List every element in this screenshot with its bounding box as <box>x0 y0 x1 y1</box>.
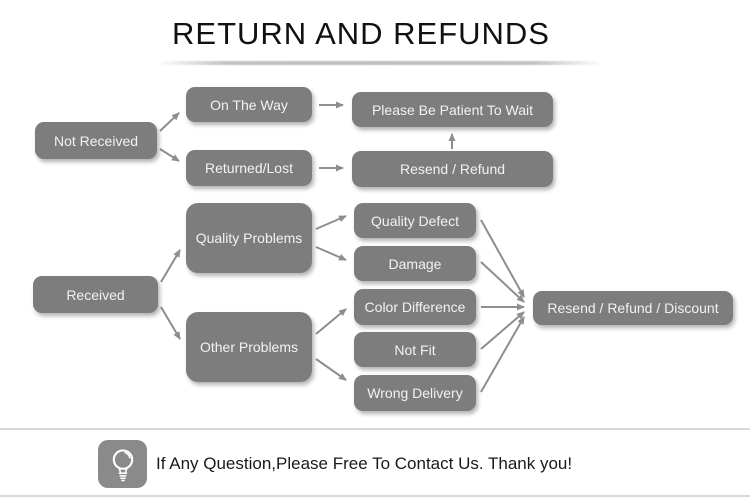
node-other-problems: Other Problems <box>186 312 312 382</box>
arrow-received-to-other-problems <box>160 306 181 340</box>
node-returned-lost: Returned/Lost <box>186 150 312 186</box>
arrow-quality-problems-to-damage <box>315 246 347 261</box>
node-damage: Damage <box>354 246 476 281</box>
footer-divider-bottom <box>0 495 750 497</box>
page-title: RETURN AND REFUNDS <box>172 16 550 51</box>
arrow-not-received-to-returned-lost <box>159 148 180 162</box>
arrow-wrong-delivery-to-final <box>480 316 525 393</box>
arrow-damage-to-final <box>480 261 525 303</box>
light-bulb-icon <box>112 449 133 482</box>
node-quality-defect: Quality Defect <box>354 203 476 238</box>
arrow-quality-problems-to-quality-defect <box>315 215 347 230</box>
node-wrong-delivery: Wrong Delivery <box>354 375 476 411</box>
node-please-be-patient: Please Be Patient To Wait <box>352 92 553 127</box>
arrow-not-fit-to-final <box>480 311 525 350</box>
arrow-received-to-quality-problems <box>160 249 181 283</box>
node-not-received: Not Received <box>35 122 157 159</box>
node-color-difference: Color Difference <box>354 289 476 325</box>
arrow-not-received-to-on-the-way <box>159 112 180 132</box>
light-bulb-tile <box>98 440 147 488</box>
arrow-quality-defect-to-final <box>480 219 525 298</box>
node-resend-refund: Resend / Refund <box>352 151 553 187</box>
node-resend-refund-discount: Resend / Refund / Discount <box>533 291 733 325</box>
title-divider <box>158 61 602 65</box>
node-on-the-way: On The Way <box>186 87 312 122</box>
node-not-fit: Not Fit <box>354 332 476 367</box>
footer-divider-top <box>0 428 750 430</box>
footer-message: If Any Question,Please Free To Contact U… <box>156 454 573 473</box>
arrow-other-problems-to-color-difference <box>315 308 347 335</box>
node-quality-problems: Quality Problems <box>186 203 312 273</box>
node-received: Received <box>33 276 158 313</box>
arrow-other-problems-to-wrong-delivery <box>315 358 347 381</box>
